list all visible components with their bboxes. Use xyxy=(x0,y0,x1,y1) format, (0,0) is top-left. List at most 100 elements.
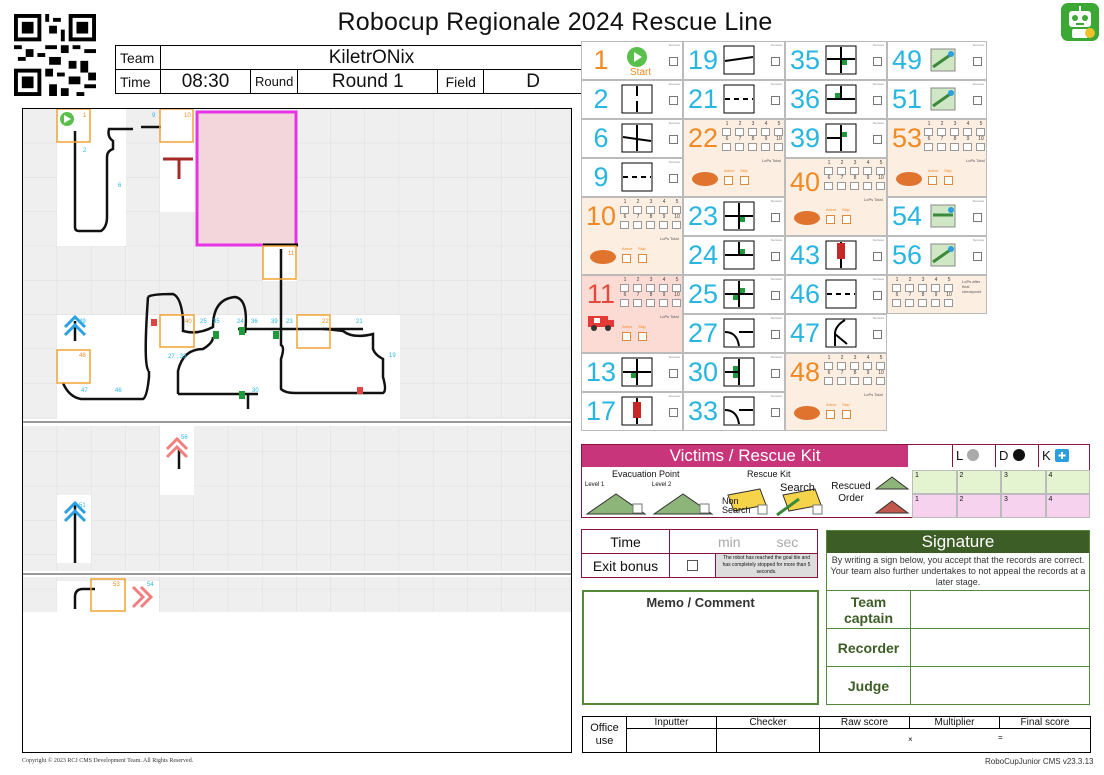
success-checkbox[interactable] xyxy=(973,213,982,222)
arrive-checkbox[interactable] xyxy=(928,176,937,185)
success-checkbox[interactable] xyxy=(771,57,780,66)
level2-evac-icon[interactable] xyxy=(652,490,714,516)
success-checkbox[interactable] xyxy=(669,135,678,144)
success-checkbox[interactable] xyxy=(771,408,780,417)
tile-25[interactable]: 25 Success xyxy=(683,275,785,314)
tile-51[interactable]: 51 Success xyxy=(887,80,987,119)
arrive-checkbox[interactable] xyxy=(622,254,631,263)
search-kit-icon[interactable] xyxy=(775,481,827,516)
non-search-kit-icon[interactable] xyxy=(720,481,772,516)
lops-total-label: LoPs Total xyxy=(966,158,985,163)
tile-intersection-icon xyxy=(723,357,755,387)
success-checkbox[interactable] xyxy=(973,96,982,105)
success-checkbox[interactable] xyxy=(873,135,882,144)
success-checkbox[interactable] xyxy=(771,369,780,378)
tile-43[interactable]: 43 Success xyxy=(785,236,887,275)
success-checkbox[interactable] xyxy=(771,96,780,105)
round-value[interactable]: Round 1 xyxy=(297,69,439,94)
tile-6[interactable]: 6 Success xyxy=(581,119,683,158)
checker-field[interactable] xyxy=(716,728,820,753)
tile-56[interactable]: 56 Success xyxy=(887,236,987,275)
tile-1[interactable]: 1 Start Success xyxy=(581,41,683,80)
tile-21[interactable]: 21 Success xyxy=(683,80,785,119)
tile-33[interactable]: 33 Success xyxy=(683,392,785,431)
recorder-row[interactable]: Recorder xyxy=(827,628,1089,667)
time-input[interactable]: min sec xyxy=(669,529,818,554)
obstacle-icon xyxy=(825,240,857,270)
arrive-checkbox[interactable] xyxy=(622,332,631,341)
tile-54[interactable]: 54 Success xyxy=(887,197,987,236)
skip-checkbox[interactable] xyxy=(842,410,851,419)
skip-checkbox[interactable] xyxy=(638,332,647,341)
success-checkbox[interactable] xyxy=(873,291,882,300)
level1-evac-icon[interactable] xyxy=(585,490,647,516)
field-value[interactable]: D xyxy=(483,69,583,94)
success-checkbox[interactable] xyxy=(669,408,678,417)
tile-9[interactable]: 9 Success xyxy=(581,158,683,197)
success-checkbox[interactable] xyxy=(669,369,678,378)
success-checkbox[interactable] xyxy=(771,330,780,339)
victims-panel: Victims / Rescue Kit L D K Evacuation Po… xyxy=(581,444,1090,518)
success-label: Success xyxy=(770,82,782,86)
team-value[interactable]: KiletrONix xyxy=(160,45,583,70)
arrive-checkbox[interactable] xyxy=(826,215,835,224)
tile-47[interactable]: 47 Success xyxy=(785,314,887,353)
skip-checkbox[interactable] xyxy=(944,176,953,185)
arrive-checkbox[interactable] xyxy=(724,176,733,185)
arrive-checkbox[interactable] xyxy=(826,410,835,419)
success-checkbox[interactable] xyxy=(873,330,882,339)
tile-35[interactable]: 35 Success xyxy=(785,41,887,80)
skip-checkbox[interactable] xyxy=(740,176,749,185)
memo-box[interactable]: Memo / Comment xyxy=(582,590,819,705)
skip-checkbox[interactable] xyxy=(842,215,851,224)
tile-39[interactable]: 39 Success xyxy=(785,119,887,158)
version: RoboCupJunior CMS v23.3.13 xyxy=(985,757,1094,766)
success-checkbox[interactable] xyxy=(973,57,982,66)
tile-19[interactable]: 19 Success xyxy=(683,41,785,80)
tile-23[interactable]: 23 Success xyxy=(683,197,785,236)
success-checkbox[interactable] xyxy=(771,213,780,222)
judge-row[interactable]: Judge xyxy=(827,666,1089,705)
tile-30[interactable]: 30 Success xyxy=(683,353,785,392)
success-checkbox[interactable] xyxy=(873,57,882,66)
tile-46[interactable]: 46 Success xyxy=(785,275,887,314)
tile-49[interactable]: 49 Success xyxy=(887,41,987,80)
tile-2[interactable]: 2 Success xyxy=(581,80,683,119)
success-checkbox[interactable] xyxy=(669,174,678,183)
skip-checkbox[interactable] xyxy=(638,254,647,263)
map-label-25: 25 xyxy=(200,319,207,325)
score-field[interactable]: × = xyxy=(819,728,1091,753)
tile-13[interactable]: 13 Success xyxy=(581,353,683,392)
success-checkbox[interactable] xyxy=(771,291,780,300)
success-checkbox[interactable] xyxy=(873,96,882,105)
success-checkbox[interactable] xyxy=(669,96,678,105)
time-value[interactable]: 08:30 xyxy=(160,69,251,94)
tile-17[interactable]: 17 Success xyxy=(581,392,683,431)
team-captain-row[interactable]: Team captain xyxy=(827,590,1089,629)
success-checkbox[interactable] xyxy=(669,57,678,66)
success-checkbox[interactable] xyxy=(771,252,780,261)
inputter-field[interactable] xyxy=(626,728,717,753)
tile-24[interactable]: 24 Success xyxy=(683,236,785,275)
exit-bonus-checkbox[interactable] xyxy=(669,553,716,578)
tile-27[interactable]: 27 Success xyxy=(683,314,785,353)
tile-36[interactable]: 36 Success xyxy=(785,80,887,119)
success-checkbox[interactable] xyxy=(873,252,882,261)
success-checkbox[interactable] xyxy=(973,252,982,261)
